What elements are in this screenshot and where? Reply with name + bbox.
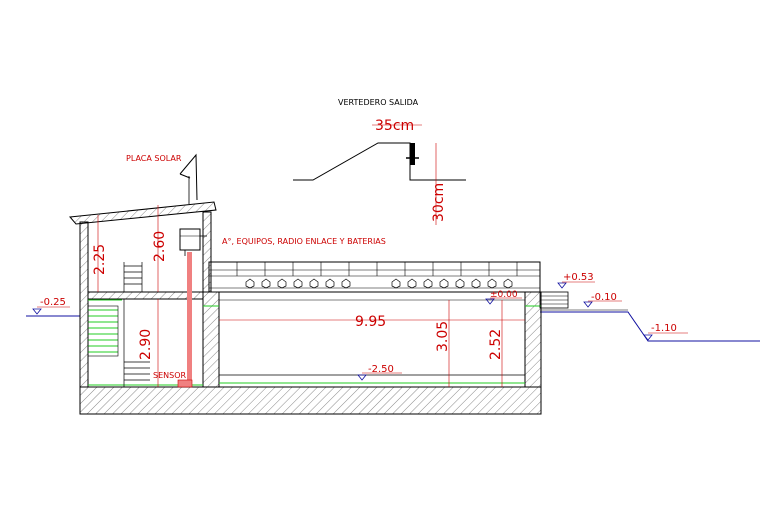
level-mark-m025: -0.25 <box>32 297 70 315</box>
weir-title: VERTEDERO SALIDA <box>338 98 419 107</box>
grating-hexagons <box>245 278 513 289</box>
weir-plate <box>410 143 415 165</box>
dimension-9-95: 9.95 <box>355 314 386 330</box>
sensor <box>177 379 193 388</box>
lower-ladder <box>123 299 150 387</box>
level-mark-m250: -2.50 <box>357 364 402 381</box>
solar-panel-label: PLACA SOLAR <box>126 154 182 163</box>
svg-text:-0.25: -0.25 <box>40 297 66 308</box>
bottom-slab <box>79 386 542 415</box>
svg-text:±0.00: ±0.00 <box>490 290 518 300</box>
weir-height-dimension: 30cm <box>431 183 447 222</box>
level-mark-m110: -1.10 <box>643 323 688 341</box>
dimension-lines <box>97 205 525 387</box>
dimension-2-52: 2.52 <box>488 329 504 360</box>
structure <box>68 201 542 415</box>
sensor-pipe <box>187 252 192 380</box>
hut-right-wall <box>202 211 212 293</box>
sensor-label: SENSOR <box>153 371 186 380</box>
left-wall <box>79 221 89 388</box>
level-mark-000: ±0.00 <box>485 290 522 305</box>
weir-width-dimension: 35cm <box>375 118 414 134</box>
weir-profile <box>293 142 466 181</box>
svg-text:-1.10: -1.10 <box>651 323 677 334</box>
equipment-cabinet <box>179 228 201 251</box>
svg-text:+0.53: +0.53 <box>563 272 594 283</box>
level-mark-m010: -0.10 <box>583 292 622 308</box>
roof <box>68 201 217 225</box>
dimension-2-90: 2.90 <box>138 329 154 360</box>
green-grating <box>88 299 122 353</box>
ground-lines <box>26 309 760 342</box>
dimension-2-60: 2.60 <box>152 231 168 262</box>
level-marks: -0.25 +0.53 ±0.00 -0.10 -1.10 -2.50 <box>32 272 688 381</box>
weir-detail: VERTEDERO SALIDA 35cm 30cm <box>293 98 466 225</box>
svg-text:-2.50: -2.50 <box>368 364 394 375</box>
upper-ladder <box>123 262 143 292</box>
svg-text:-0.10: -0.10 <box>591 292 617 303</box>
equipment-label: A°, EQUIPOS, RADIO ENLACE Y BATERIAS <box>222 237 386 246</box>
level-mark-p053: +0.53 <box>557 272 595 289</box>
ground-right <box>540 311 760 342</box>
equipment-hut <box>87 153 207 388</box>
solar-panel <box>179 153 198 201</box>
tank-cover-grating <box>208 261 569 309</box>
dimension-2-25: 2.25 <box>92 244 108 275</box>
intermediate-floor <box>87 291 204 300</box>
dimension-3-05: 3.05 <box>435 321 451 352</box>
